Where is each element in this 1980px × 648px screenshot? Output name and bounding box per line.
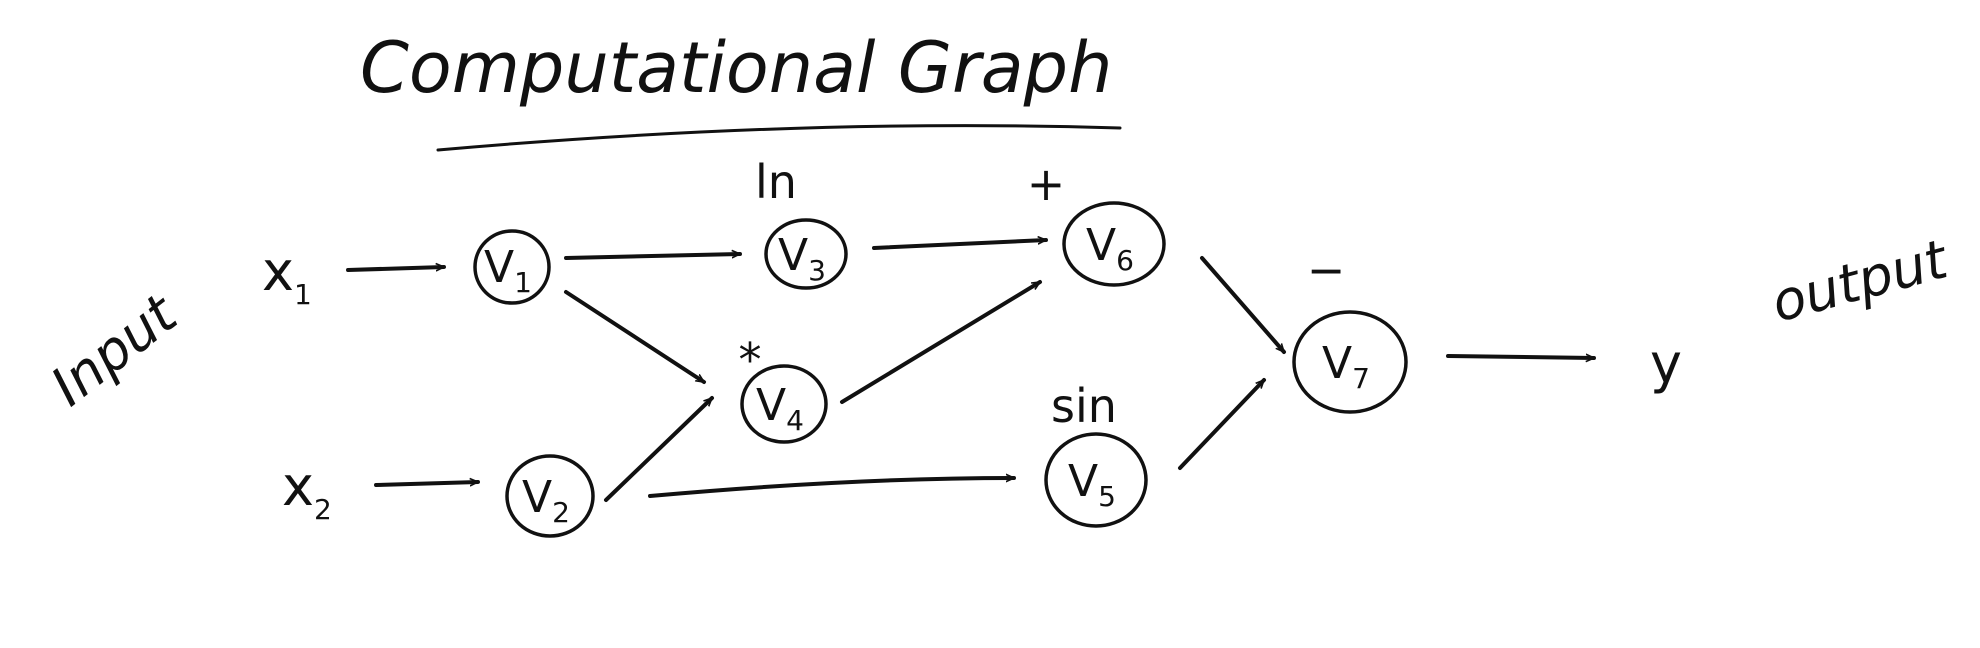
svg-text:V6: V6 [1086,220,1134,277]
node-v5-sub: 5 [1098,480,1116,513]
node-v1-sub: 1 [514,266,532,299]
node-v5: sin V5 [1044,379,1148,528]
node-v3-op: ln [755,155,797,209]
svg-text:V1: V1 [484,242,532,299]
svg-text:V3: V3 [778,230,826,287]
node-v4-circle [740,364,828,444]
edges [346,240,1596,502]
node-v6-sub: 6 [1116,244,1134,277]
edge-v2-v5 [648,478,1016,498]
node-v7-op: − [1307,243,1346,297]
edge-x1-v1 [346,267,446,272]
input-x1: x1 [262,240,312,311]
edge-v5-v7 [1178,378,1266,470]
node-v5-op: sin [1051,379,1117,433]
node-v7-circle [1292,310,1408,414]
input-x1-sub: 1 [294,278,312,311]
title-underline [436,124,1122,152]
output-label: output [1765,227,1955,334]
node-v5-label: V [1068,456,1098,507]
node-v1-circle [473,229,551,305]
svg-text:x1: x1 [262,240,312,311]
svg-text:V2: V2 [522,472,570,529]
node-v2-circle [505,454,595,538]
edge-v1-v3 [564,254,742,260]
edge-v4-v6 [840,280,1042,404]
svg-text:V4: V4 [756,380,804,437]
node-v7-sub: 7 [1352,362,1370,395]
edge-v7-y [1446,356,1596,358]
input-x2-sub: 2 [314,493,332,526]
node-v1-label: V [484,242,514,293]
svg-text:x2: x2 [282,455,332,526]
node-v3-label: V [778,230,808,281]
node-v5-circle [1044,432,1148,528]
node-v7-label: V [1322,338,1352,389]
node-v2-sub: 2 [552,496,570,529]
node-v6-label: V [1086,220,1116,271]
svg-text:V5: V5 [1068,456,1116,513]
input-x2-label: x [282,455,314,518]
input-label: Input [39,281,189,418]
node-v7: − V7 [1292,243,1408,414]
node-v4-op: * [739,333,762,387]
input-x2: x2 [282,455,332,526]
edge-v3-v6 [872,240,1048,250]
edge-v2-v4 [604,396,714,502]
node-v4-label: V [756,380,786,431]
node-v4: * V4 [739,333,828,444]
node-v3-circle [764,218,848,290]
node-v6-circle [1062,201,1166,287]
edge-v6-v7 [1200,256,1286,354]
node-v6-op: + [1027,157,1066,211]
edge-v1-v4 [564,290,706,384]
input-x1-label: x [262,240,294,303]
svg-text:V7: V7 [1322,338,1370,395]
node-v1: V1 [473,229,551,305]
node-v2: V2 [505,454,595,538]
node-v4-sub: 4 [786,404,804,437]
node-v6: + V6 [1027,157,1166,287]
node-v3: ln V3 [755,155,848,290]
edge-x2-v2 [374,482,480,487]
diagram-title: Computational Graph [360,27,1112,109]
node-v3-sub: 3 [808,254,826,287]
node-v2-label: V [522,472,552,523]
output-y: y [1650,332,1682,395]
